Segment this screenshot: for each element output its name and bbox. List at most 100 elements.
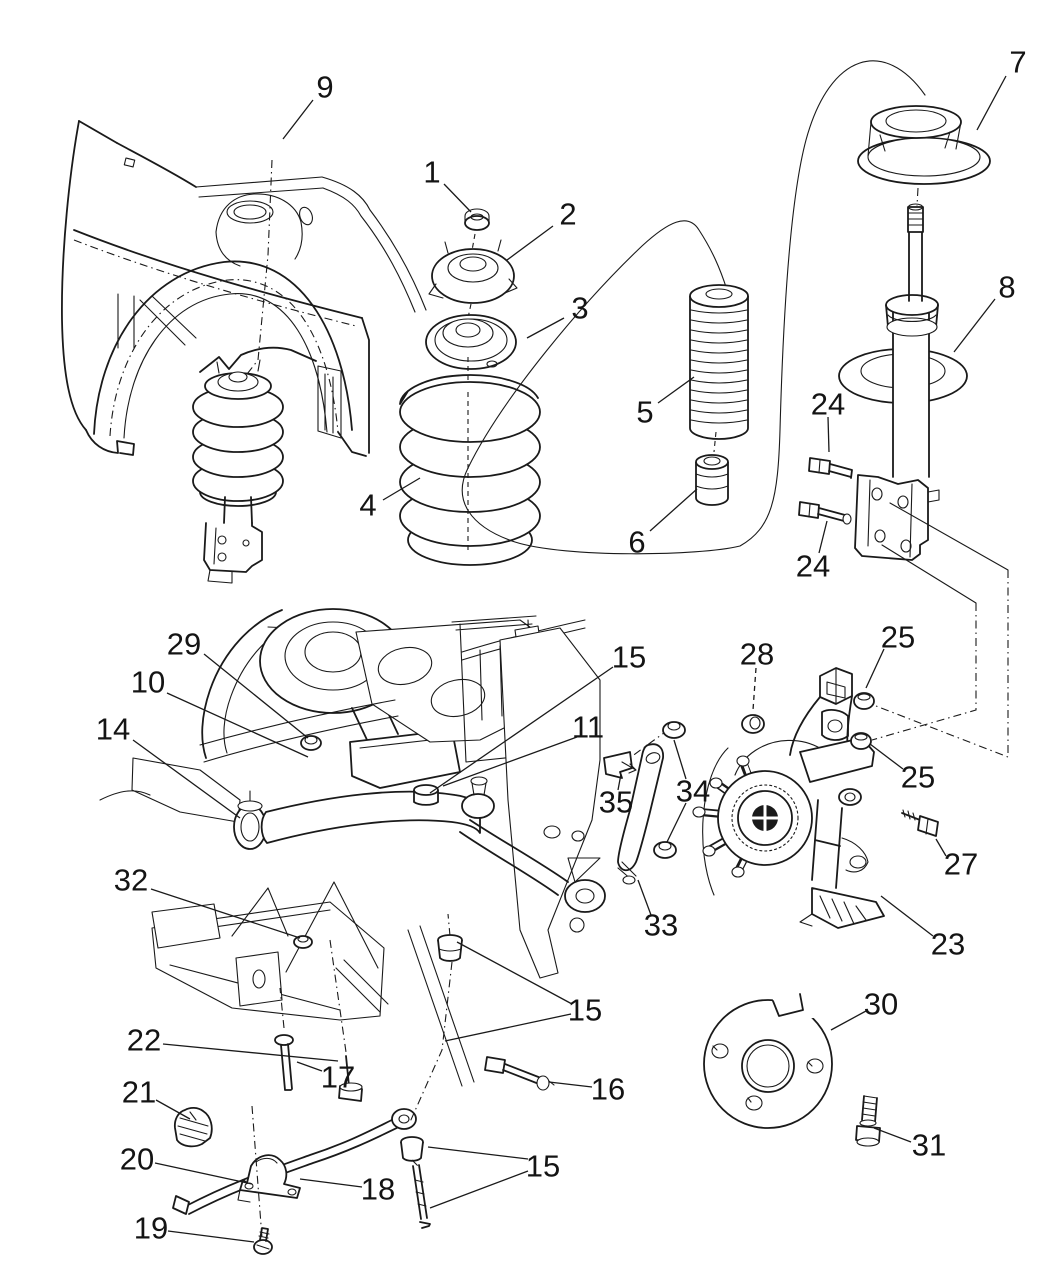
upper-spring-seat	[857, 105, 991, 207]
adjuster-plate	[703, 986, 833, 1129]
callout-leader-11	[442, 736, 578, 787]
callout-leader-32	[150, 888, 301, 939]
strut-bracket	[854, 474, 929, 561]
callout-label-17: 17	[321, 1060, 355, 1095]
clamp-screw	[251, 1105, 273, 1255]
callout-label-15: 15	[568, 993, 602, 1028]
callout-label-23: 23	[931, 927, 965, 962]
callout-label-22: 22	[127, 1023, 161, 1058]
callout-label-33: 33	[644, 908, 678, 943]
callout-leader-25	[869, 743, 904, 770]
callout-label-16: 16	[591, 1072, 625, 1107]
callout-leader-4	[382, 477, 421, 501]
crossmember	[151, 881, 475, 1102]
callout-leader-28	[752, 667, 757, 711]
callout-label-8: 8	[998, 270, 1015, 305]
callout-leader-15	[427, 1146, 529, 1160]
callout-label-18: 18	[361, 1172, 395, 1207]
callout-label-10: 10	[131, 665, 165, 700]
callout-leader-29	[203, 653, 309, 739]
callout-leader-34	[673, 739, 687, 780]
callout-label-15: 15	[526, 1149, 560, 1184]
callout-label-32: 32	[114, 863, 148, 898]
callout-label-21: 21	[122, 1075, 156, 1110]
callout-label-3: 3	[571, 291, 588, 326]
bar-bushing	[173, 1106, 213, 1148]
engine-cradle	[99, 608, 601, 979]
callout-leader-24	[827, 416, 830, 453]
callout-leader-14	[132, 739, 241, 819]
callout-leader-16	[548, 1081, 593, 1088]
callout-label-34: 34	[676, 774, 710, 809]
callout-leader-20	[154, 1162, 253, 1185]
assembled-strut	[192, 359, 284, 584]
callout-leader-17	[296, 1061, 323, 1072]
assembly-loop-curve	[461, 60, 926, 555]
callout-leader-21	[155, 1099, 191, 1120]
callout-label-19: 19	[134, 1211, 168, 1246]
mount-nut	[300, 735, 322, 751]
callout-leader-27	[935, 838, 947, 857]
plate-screw	[855, 1095, 881, 1147]
callout-label-7: 7	[1009, 45, 1026, 80]
callout-leader-31	[873, 1127, 912, 1143]
callout-label-4: 4	[359, 488, 376, 523]
link-nut	[653, 841, 677, 859]
bar-eyelet	[391, 1108, 417, 1130]
arm-bump-grommet	[413, 784, 439, 806]
callout-leader-15	[429, 666, 614, 794]
callout-label-9: 9	[316, 70, 333, 105]
assembly-centerlines	[871, 502, 1009, 758]
callout-leader-10	[166, 692, 309, 758]
strut-centerline	[243, 159, 273, 379]
cradle-mount-bolt	[329, 939, 363, 1102]
callout-layer: 1234567891011141515151617181920212223242…	[96, 45, 1027, 1246]
dust-boot	[689, 284, 749, 453]
strut-bolt	[798, 501, 852, 525]
strut-mount-stack	[399, 208, 541, 566]
lower-control-arm	[233, 776, 606, 913]
callout-label-24: 24	[811, 387, 845, 422]
callout-leader-15	[429, 1170, 529, 1209]
callout-label-29: 29	[167, 627, 201, 662]
knuckle-nut	[850, 732, 872, 750]
callout-leader-19	[167, 1230, 255, 1243]
callout-label-20: 20	[120, 1142, 154, 1177]
callout-leader-6	[649, 488, 698, 532]
callout-label-28: 28	[740, 637, 774, 672]
callout-label-30: 30	[864, 987, 898, 1022]
callout-leader-30	[830, 1010, 867, 1031]
callout-leader-1	[443, 183, 472, 213]
callout-label-31: 31	[912, 1128, 946, 1163]
callout-leader-15	[444, 1013, 572, 1042]
callout-label-6: 6	[628, 525, 645, 560]
callout-label-1: 1	[423, 155, 440, 190]
callout-leader-15	[456, 941, 573, 1005]
retainer-clip	[603, 751, 637, 779]
callout-leader-9	[282, 99, 314, 140]
stabilizer-link	[603, 721, 686, 885]
callout-label-27: 27	[944, 847, 978, 882]
cradle-side-plate	[499, 627, 601, 979]
callout-label-11: 11	[572, 710, 604, 745]
strut-damper	[798, 203, 968, 561]
ball-joint	[461, 776, 495, 819]
callout-label-2: 2	[559, 197, 576, 232]
through-bolt	[484, 1056, 555, 1091]
knuckle-foot	[811, 887, 885, 929]
callout-label-14: 14	[96, 712, 130, 747]
end-link	[400, 913, 463, 1229]
callout-leader-5	[657, 376, 695, 404]
callout-leader-23	[880, 895, 934, 937]
washer	[741, 714, 765, 734]
steering-knuckle	[692, 667, 939, 929]
callout-label-25: 25	[881, 620, 915, 655]
coil-spring	[399, 374, 541, 566]
pinch-bolt	[901, 809, 939, 837]
callout-leader-33	[637, 879, 652, 916]
cradle-stud	[274, 987, 294, 1091]
callout-leader-7	[976, 75, 1007, 131]
callout-leader-34	[666, 802, 687, 843]
callout-leader-18	[299, 1178, 363, 1188]
